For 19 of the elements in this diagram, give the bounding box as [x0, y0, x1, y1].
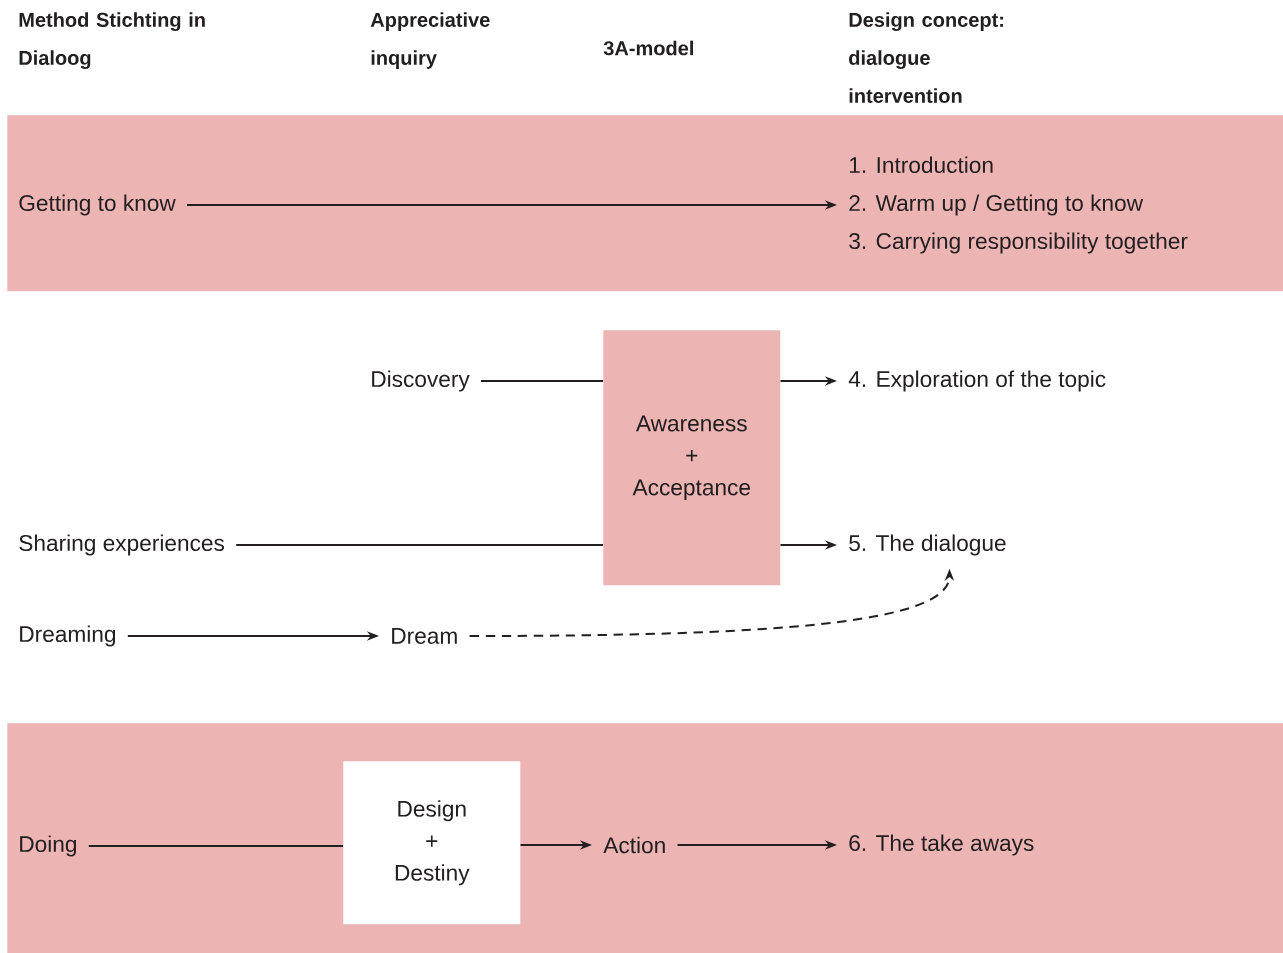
step-label: 4. Exploration of the topic: [848, 370, 1106, 392]
phase-box: Awareness + Acceptance: [603, 330, 781, 586]
step-label: Dreaming: [20, 625, 116, 647]
step-label: Dream: [392, 628, 457, 644]
step-label: Sharing experiences: [19, 534, 225, 556]
step-label: Doing: [20, 835, 76, 857]
column-heading: 3A-model: [603, 40, 693, 56]
section-band: [7, 723, 1283, 953]
step-label: 6. The take aways: [849, 834, 1034, 856]
step-label: 5. The dialogue: [849, 534, 1006, 556]
step-label: Action: [603, 836, 665, 854]
phase-box: Design + Destiny: [343, 761, 521, 925]
column-heading: Design concept: dialogue intervention: [849, 12, 1003, 103]
column-heading: Method Stichting in Dialoog: [19, 12, 205, 69]
column-heading: Appreciative inquiry: [370, 12, 490, 69]
section-band: [7, 115, 1283, 292]
step-label: Getting to know: [19, 194, 176, 216]
step-list: 1. Introduction 2. Warm up / Getting to know 3. Carrying responsibility together: [849, 156, 1188, 254]
step-label: Discovery: [372, 370, 470, 392]
